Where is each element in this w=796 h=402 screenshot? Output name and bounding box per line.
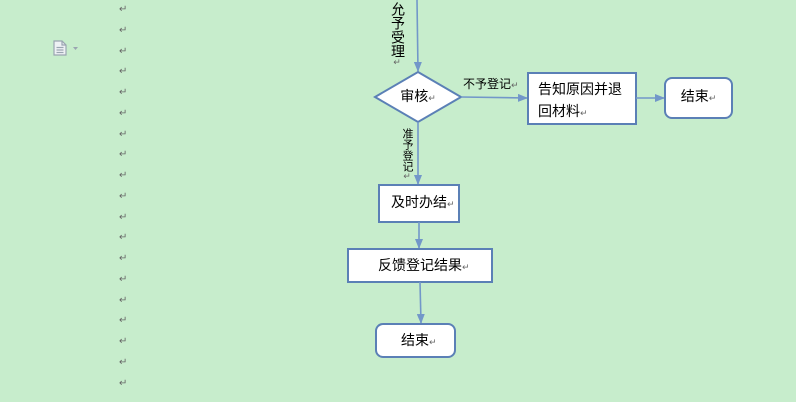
paragraph-mark: ↵ <box>119 87 128 99</box>
paragraph-mark: ↵ <box>119 211 128 223</box>
end-right-text: 结束 <box>680 89 709 105</box>
review-step-label: 审核↵ <box>375 88 461 108</box>
paragraph-mark: ↵ <box>119 170 128 182</box>
approve-connector-label: 准予登记↵ <box>400 128 414 182</box>
end-bottom-label: 结束↵ <box>401 332 437 352</box>
paragraph-mark: ↵ <box>119 149 128 161</box>
paragraph-mark: ↵ <box>708 94 717 104</box>
end-terminal-right[interactable] <box>664 77 733 119</box>
paragraph-mark: ↵ <box>580 109 588 119</box>
feedback-step-text: 反馈登记结果 <box>378 258 462 274</box>
paragraph-mark: ↵ <box>119 336 128 348</box>
paragraph-mark: ↵ <box>119 66 128 78</box>
paragraph-mark: ↵ <box>119 377 128 389</box>
paragraph-mark: ↵ <box>119 315 128 327</box>
notify-return-label: 告知原因并退回材料↵ <box>538 79 626 125</box>
paragraph-mark: ↵ <box>447 200 455 210</box>
connector-accept[interactable] <box>413 0 422 72</box>
paragraph-mark: ↵ <box>119 294 128 306</box>
notify-return-text: 告知原因并退回材料 <box>538 82 622 120</box>
connector-to-end-bottom[interactable] <box>416 281 425 324</box>
reject-label-text: 不予登记 <box>463 77 512 91</box>
paragraph-mark: ↵ <box>511 81 519 91</box>
approve-label-text: 准予登记 <box>401 128 414 172</box>
feedback-box[interactable] <box>347 248 493 283</box>
paragraph-mark: ↵ <box>429 338 437 348</box>
accept-connector-label: 允予受理↵ <box>389 2 405 68</box>
paragraph-mark: ↵ <box>119 107 128 119</box>
complete-step-label: 及时办结↵ <box>391 194 455 214</box>
end-terminal-bottom[interactable] <box>375 323 456 358</box>
connector-reject[interactable] <box>460 93 528 102</box>
paragraph-mark: ↵ <box>119 253 128 265</box>
dropdown-arrow-icon <box>73 47 78 50</box>
complete-box[interactable] <box>378 184 460 223</box>
feedback-step-label: 反馈登记结果↵ <box>378 257 470 277</box>
complete-step-text: 及时办结 <box>391 195 447 211</box>
paragraph-mark: ↵ <box>119 273 128 285</box>
paragraph-mark: ↵ <box>119 4 128 15</box>
reject-connector-label: 不予登记↵ <box>463 77 519 93</box>
paragraph-mark: ↵ <box>119 357 128 369</box>
paragraph-mark: ↵ <box>119 190 128 202</box>
end-right-label: 结束↵ <box>665 88 732 108</box>
paragraph-mark: ↵ <box>428 94 436 104</box>
document-options-button[interactable] <box>52 40 82 56</box>
paragraph-mark: ↵ <box>119 45 128 57</box>
document-options-icon[interactable] <box>52 40 82 56</box>
paragraph-mark: ↵ <box>392 58 402 68</box>
review-step-text: 审核 <box>400 89 429 105</box>
paragraph-mark: ↵ <box>462 263 470 273</box>
paragraph-mark: ↵ <box>119 128 128 140</box>
accept-label-text: 允予受理 <box>389 2 405 58</box>
paragraph-mark: ↵ <box>402 172 412 182</box>
notify-return-box[interactable] <box>527 72 637 125</box>
left-paragraph-marks: ↵ ↵ ↵ ↵ ↵ ↵ ↵ ↵ ↵ ↵ ↵ ↵ ↵ ↵ ↵ ↵ ↵ ↵ ↵ <box>119 0 133 395</box>
paragraph-mark: ↵ <box>119 232 128 244</box>
end-bottom-text: 结束 <box>401 333 429 349</box>
paragraph-mark: ↵ <box>119 24 128 36</box>
